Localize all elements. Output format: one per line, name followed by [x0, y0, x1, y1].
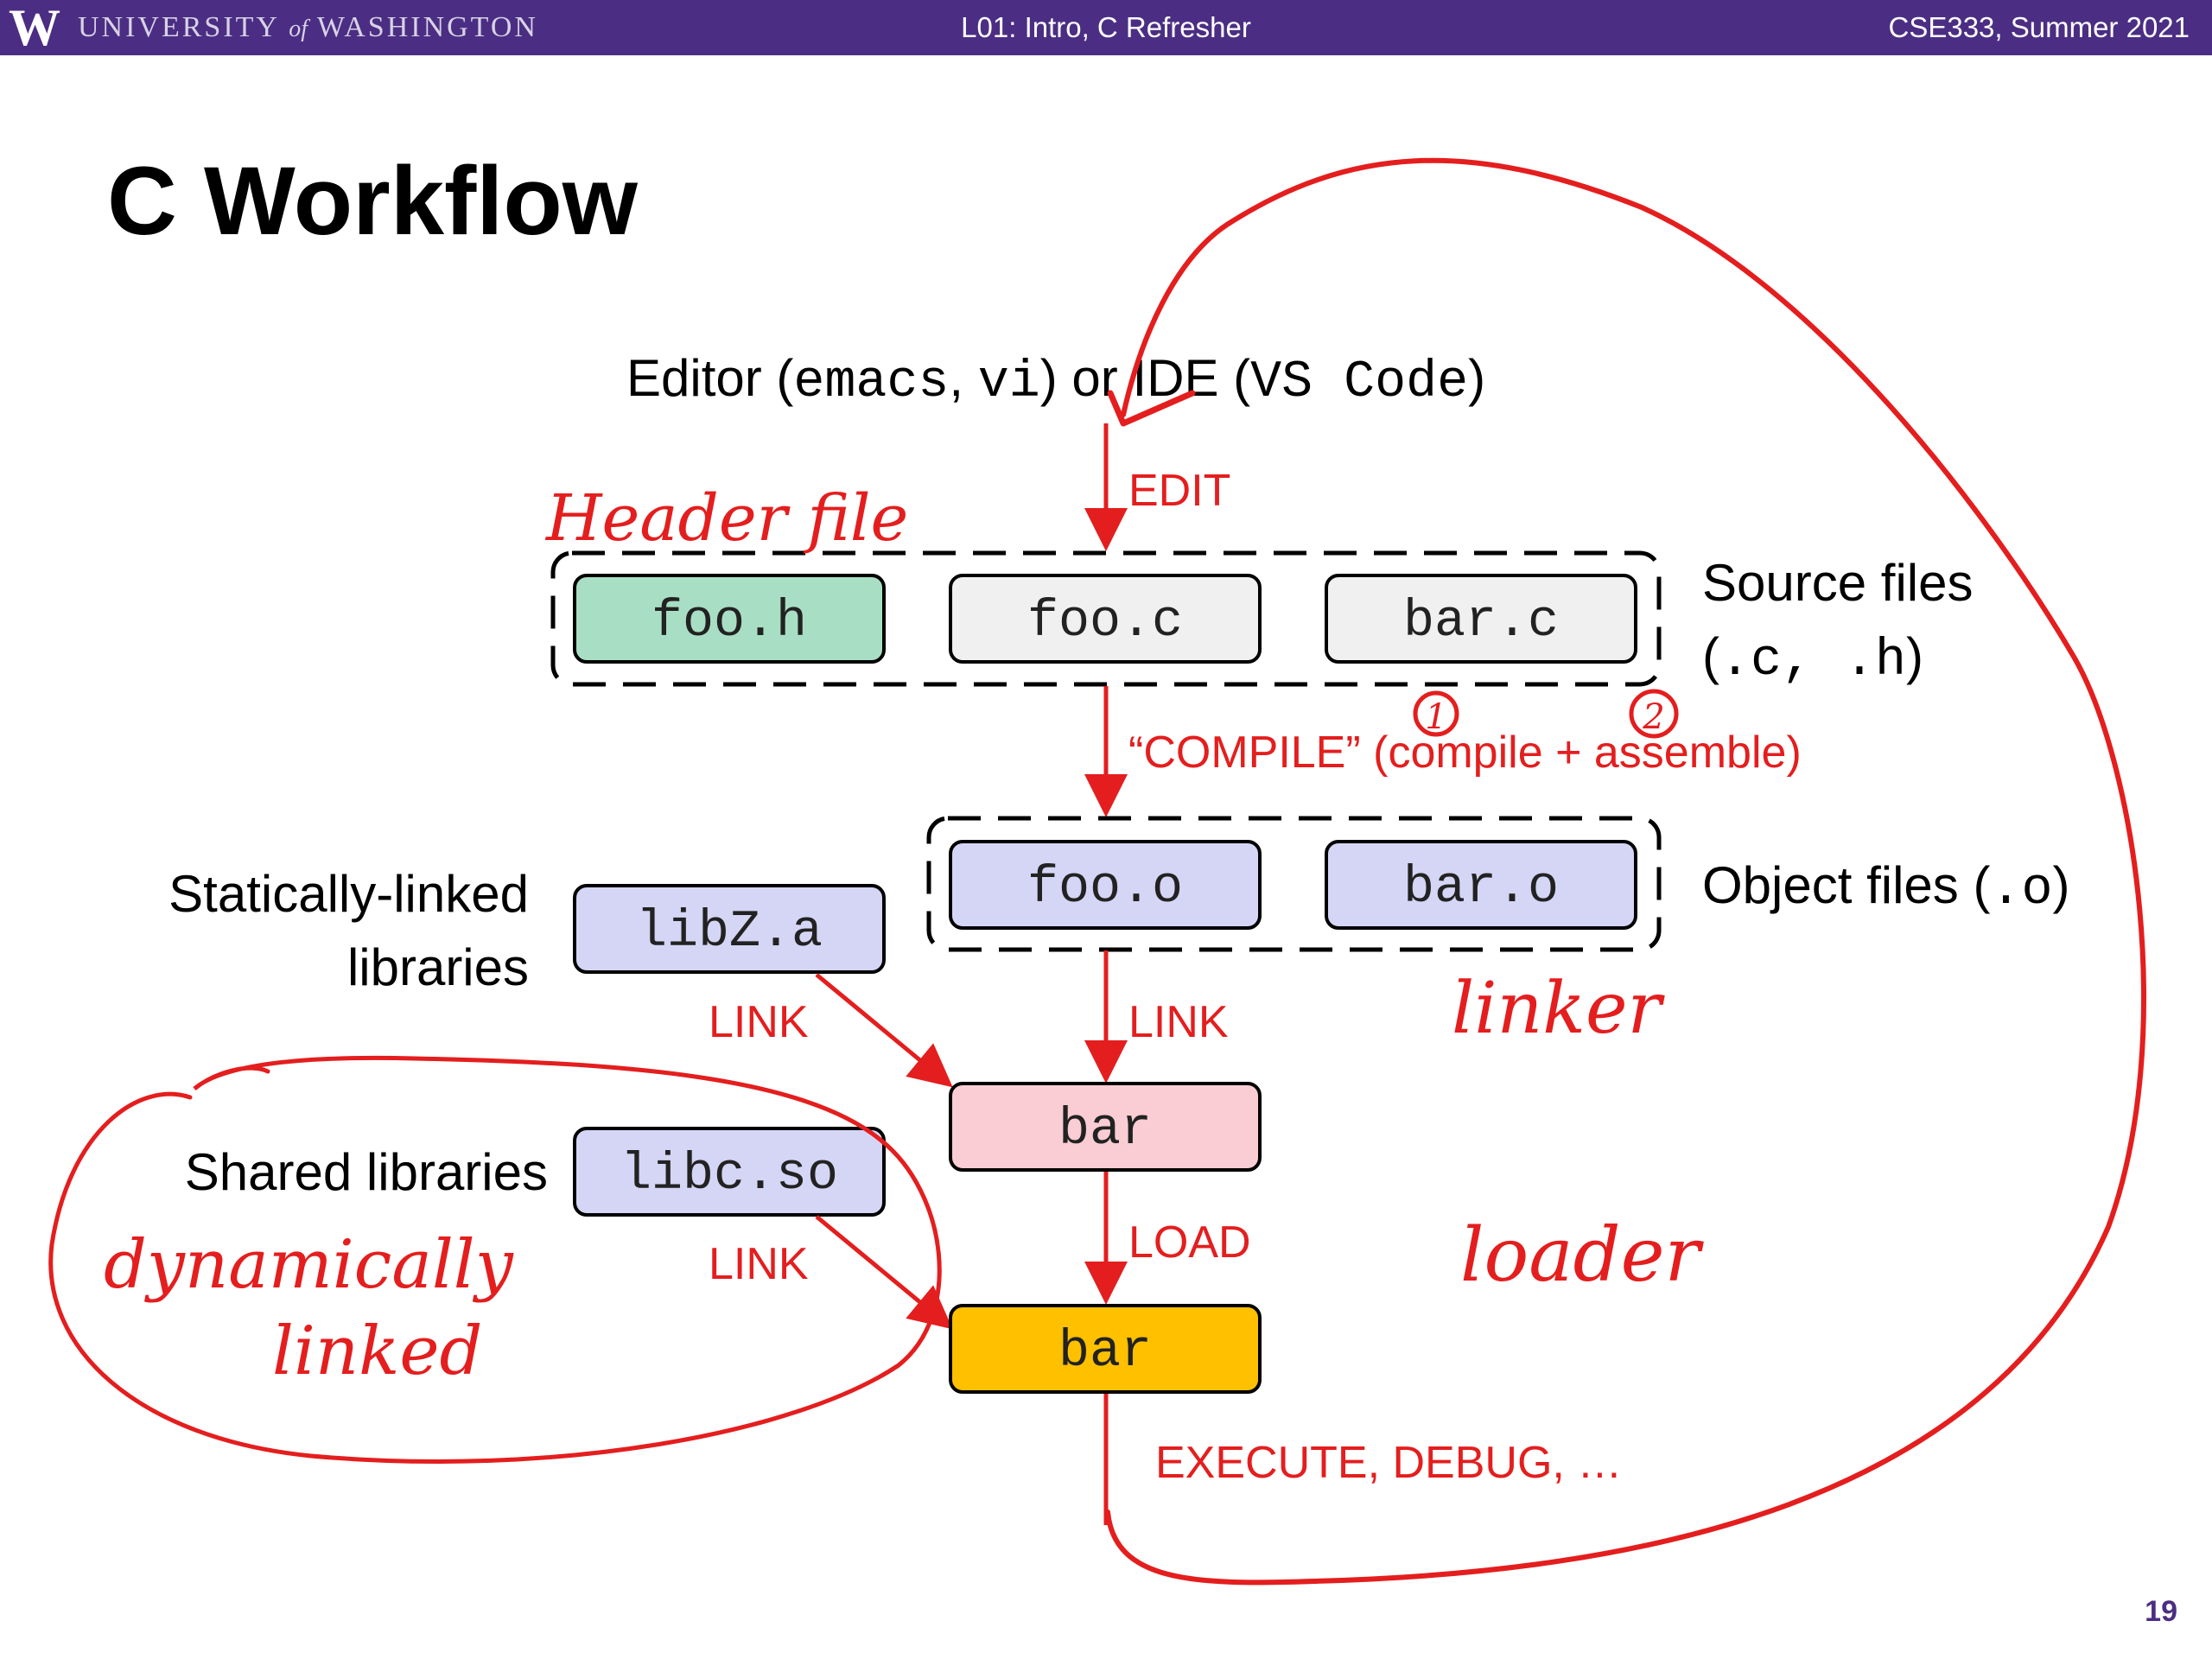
foo-o-label: foo.o [1027, 859, 1183, 918]
annotation-linked: linked [272, 1313, 482, 1390]
annotation-circle-1 [1413, 690, 1459, 737]
bar-loaded-label: bar [1058, 1323, 1152, 1382]
annotation-dynamically: dynamically [104, 1226, 514, 1304]
static-libs-label-1: Statically-linked [168, 865, 529, 923]
foo-c-label: foo.c [1027, 593, 1183, 652]
annotation-num-1: 1 [1425, 697, 1446, 737]
link-shared-label: LINK [709, 1239, 809, 1289]
slide-title: C Workflow [107, 147, 638, 255]
lecture-title: L01: Intro, C Refresher [961, 11, 1251, 43]
annotation-header-file: Header file [544, 481, 908, 556]
object-files-label: Object files (.o) [1702, 856, 2069, 919]
page-number: 19 [2145, 1595, 2177, 1628]
compile-label: “COMPILE” (compile + assemble) [1128, 728, 1802, 778]
libz-box [573, 884, 886, 974]
static-libs-label-2: libraries [347, 938, 529, 996]
libz-label: libZ.a [636, 903, 823, 962]
libc-box [573, 1127, 886, 1217]
header-bar: W UNIVERSITY of WASHINGTON L01: Intro, C… [0, 0, 2212, 55]
foo-o-box [949, 840, 1262, 930]
university-pre: UNIVERSITY [78, 11, 279, 43]
load-label: LOAD [1128, 1217, 1251, 1268]
link-static-label: LINK [709, 997, 809, 1047]
bar-o-box [1325, 840, 1637, 930]
annotation-circle-2 [1629, 689, 1679, 739]
bar-linked-box [949, 1082, 1262, 1172]
bar-c-label: bar.c [1403, 593, 1559, 652]
edit-label: EDIT [1128, 466, 1230, 516]
execute-label: EXECUTE, DEBUG, … [1155, 1438, 1622, 1488]
link-shared-arrow [815, 1215, 953, 1330]
annotation-num-2: 2 [1642, 697, 1664, 737]
dynamic-link-loop [48, 1055, 942, 1464]
bar-loaded-box [949, 1304, 1262, 1394]
source-files-label: Source files [1702, 554, 1973, 612]
annotation-linker: linker [1452, 968, 1665, 1050]
foo-c-box [949, 574, 1262, 664]
loop-checkmark [1107, 390, 1196, 427]
annotation-loader: loader [1460, 1212, 1705, 1299]
university-name: UNIVERSITY of WASHINGTON [78, 0, 538, 57]
source-files-group [550, 550, 1662, 687]
editor-label: Editor (emacs, vi) or IDE (VS Code) [626, 349, 1485, 412]
university-of: of [289, 16, 308, 42]
foo-h-label: foo.h [652, 593, 807, 652]
link-main-label: LINK [1128, 997, 1229, 1047]
foo-h-box [573, 574, 886, 664]
shared-libs-label: Shared libraries [185, 1143, 548, 1201]
source-files-ext: (.c, .h) [1702, 627, 1923, 690]
bar-linked-label: bar [1058, 1101, 1152, 1160]
course-name: CSE333, Summer 2021 [1888, 11, 2190, 43]
object-files-group [926, 816, 1662, 952]
libc-label: libc.so [620, 1146, 838, 1205]
link-static-arrow [815, 973, 953, 1088]
uw-logo: W [9, 0, 60, 56]
university-post: WASHINGTON [316, 11, 538, 43]
feedback-loop [1105, 157, 2146, 1586]
bar-o-label: bar.o [1403, 859, 1559, 918]
bar-c-box [1325, 574, 1637, 664]
